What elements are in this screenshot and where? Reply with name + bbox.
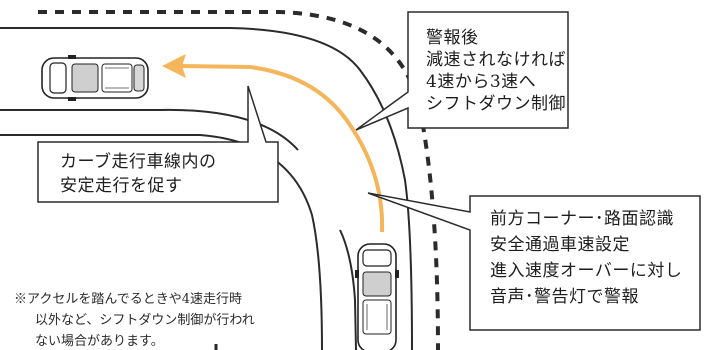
callout-front-line: 前方コーナー･路面認識 bbox=[490, 209, 674, 229]
footnote: ※アクセルを踏んでるときや4速走行時 以外など、シフトダウン制御が行われ ない場… bbox=[14, 289, 255, 350]
callout-front-text: 前方コーナー･路面認識 安全通過車速設定 進入速度オーバーに対し 音声･警告灯で… bbox=[490, 206, 682, 310]
upper-curb-line bbox=[0, 27, 413, 350]
callout-warning-line: シフトダウン制御 bbox=[426, 94, 566, 114]
callout-warning-text: 警報後 減速されなければ 4速から3速へ シフトダウン制御 bbox=[426, 27, 566, 115]
callout-warning-box bbox=[355, 11, 569, 131]
callout-front-line: 安全通過車速設定 bbox=[490, 235, 630, 255]
callout-front-box bbox=[367, 192, 701, 331]
footnote-line: 以外など、シフトダウン制御が行われ bbox=[35, 313, 255, 328]
callout-warning-line: 減速されなければ bbox=[426, 50, 566, 70]
footnote-line: ない場合があります。 bbox=[35, 334, 164, 349]
callout-front-line: 音声･警告灯で警報 bbox=[490, 287, 639, 307]
car-bottom-icon bbox=[355, 243, 399, 350]
callout-warning-line: 4速から3速へ bbox=[426, 72, 537, 92]
car-left-icon bbox=[41, 55, 149, 101]
center-lane-line bbox=[0, 108, 299, 151]
footnote-line: ※アクセルを踏んでるときや4速走行時 bbox=[14, 292, 242, 307]
center-lane-line-lower bbox=[339, 229, 357, 350]
callout-front-line: 進入速度オーバーに対し bbox=[490, 261, 683, 281]
callout-warning-line: 警報後 bbox=[426, 28, 479, 48]
callout-curve-line: カーブ走行車線内の bbox=[60, 152, 217, 172]
callout-curve-text: カーブ走行車線内の 安定走行を促す bbox=[60, 150, 216, 198]
callout-curve-box bbox=[37, 85, 279, 203]
driving-path-arrowhead-icon bbox=[162, 54, 186, 78]
callout-curve-line: 安定走行を促す bbox=[60, 176, 183, 196]
